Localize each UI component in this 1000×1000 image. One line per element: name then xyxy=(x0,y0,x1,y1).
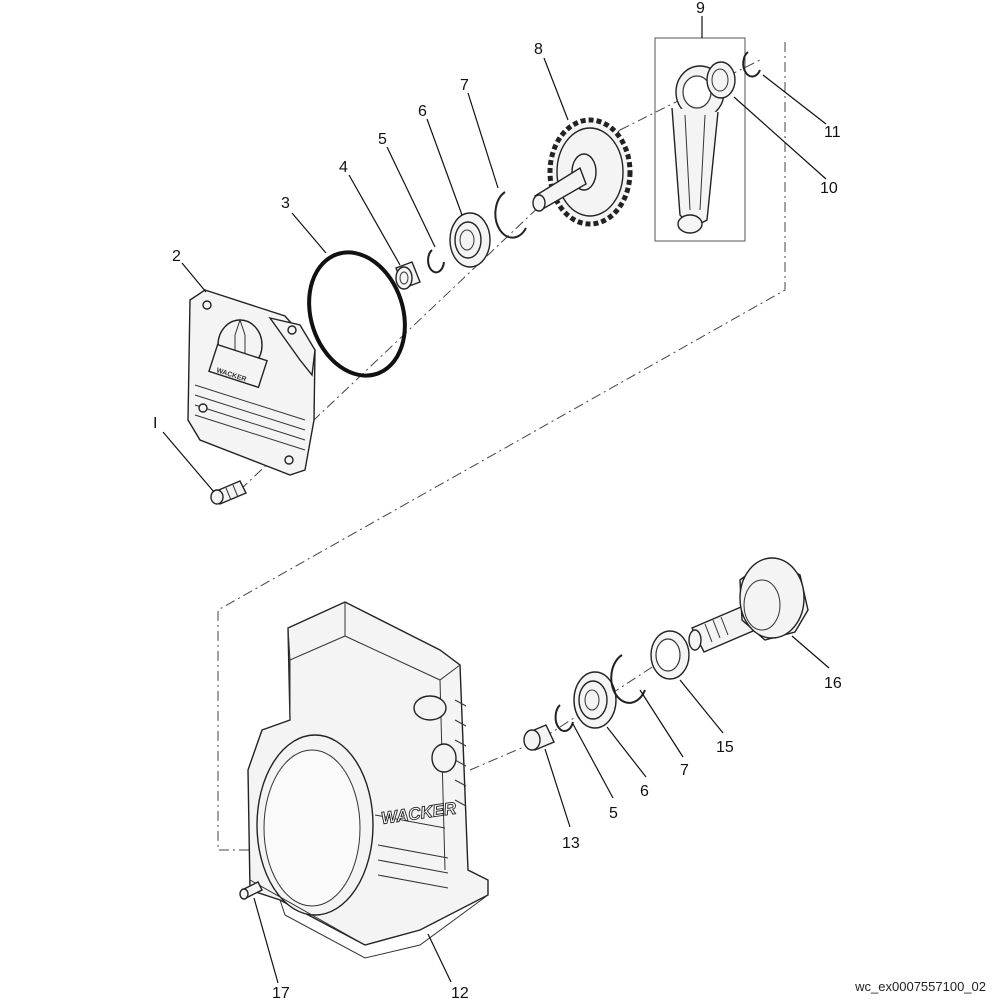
callout-16: 16 xyxy=(824,675,842,692)
callout-10: 10 xyxy=(820,180,838,197)
part-8-gear-shaft xyxy=(532,117,633,227)
part-4-bushing xyxy=(395,261,421,290)
part-10-needle-bearing xyxy=(706,61,736,99)
part-17-dowel-pin xyxy=(239,881,263,900)
callout-11: 11 xyxy=(824,124,841,141)
part-13-bushing xyxy=(523,724,555,751)
callout-17: 17 xyxy=(272,985,290,1000)
callout-5-lower: 5 xyxy=(609,805,618,822)
callout-7-upper: 7 xyxy=(460,77,469,94)
part-5-snap-ring-lower xyxy=(554,704,574,733)
part-7-circlip-lower xyxy=(610,654,646,704)
callout-2: 2 xyxy=(172,248,181,265)
part-16-clutch-drum xyxy=(688,557,809,653)
callout-6-lower: 6 xyxy=(640,783,649,800)
callout-7-lower: 7 xyxy=(680,762,689,779)
part-9-group-box xyxy=(654,37,746,242)
part-5-snap-ring-upper xyxy=(427,249,445,274)
callout-8: 8 xyxy=(534,41,543,58)
part-6-bearing-upper xyxy=(449,212,491,268)
callout-12: 12 xyxy=(451,985,469,1000)
part-3-o-ring xyxy=(307,250,407,378)
callout-labels: I 2 3 4 5 6 7 8 9 10 11 12 13 5 6 7 15 1… xyxy=(153,0,842,1000)
part-2-cover-plate xyxy=(187,289,316,476)
callout-1: I xyxy=(153,415,157,432)
part-1-bolt xyxy=(210,480,247,505)
leader-lines xyxy=(162,16,830,984)
assembly-boundary-line xyxy=(217,42,786,851)
callout-4: 4 xyxy=(339,159,348,176)
callout-6-upper: 6 xyxy=(418,103,427,120)
part-12-housing xyxy=(247,601,489,959)
callout-15: 15 xyxy=(716,739,734,756)
drawing-reference-code: wc_ex0007557100_02 xyxy=(855,979,986,994)
part-7-circlip-upper xyxy=(494,191,527,239)
callout-3: 3 xyxy=(281,195,290,212)
part-15-seal-ring xyxy=(650,630,690,680)
part-6-bearing-lower xyxy=(573,671,617,729)
callout-9: 9 xyxy=(696,0,705,17)
part-11-snap-ring xyxy=(742,51,761,78)
callout-5-upper: 5 xyxy=(378,131,387,148)
part-9-connecting-rod xyxy=(671,65,725,234)
callout-13: 13 xyxy=(562,835,580,852)
